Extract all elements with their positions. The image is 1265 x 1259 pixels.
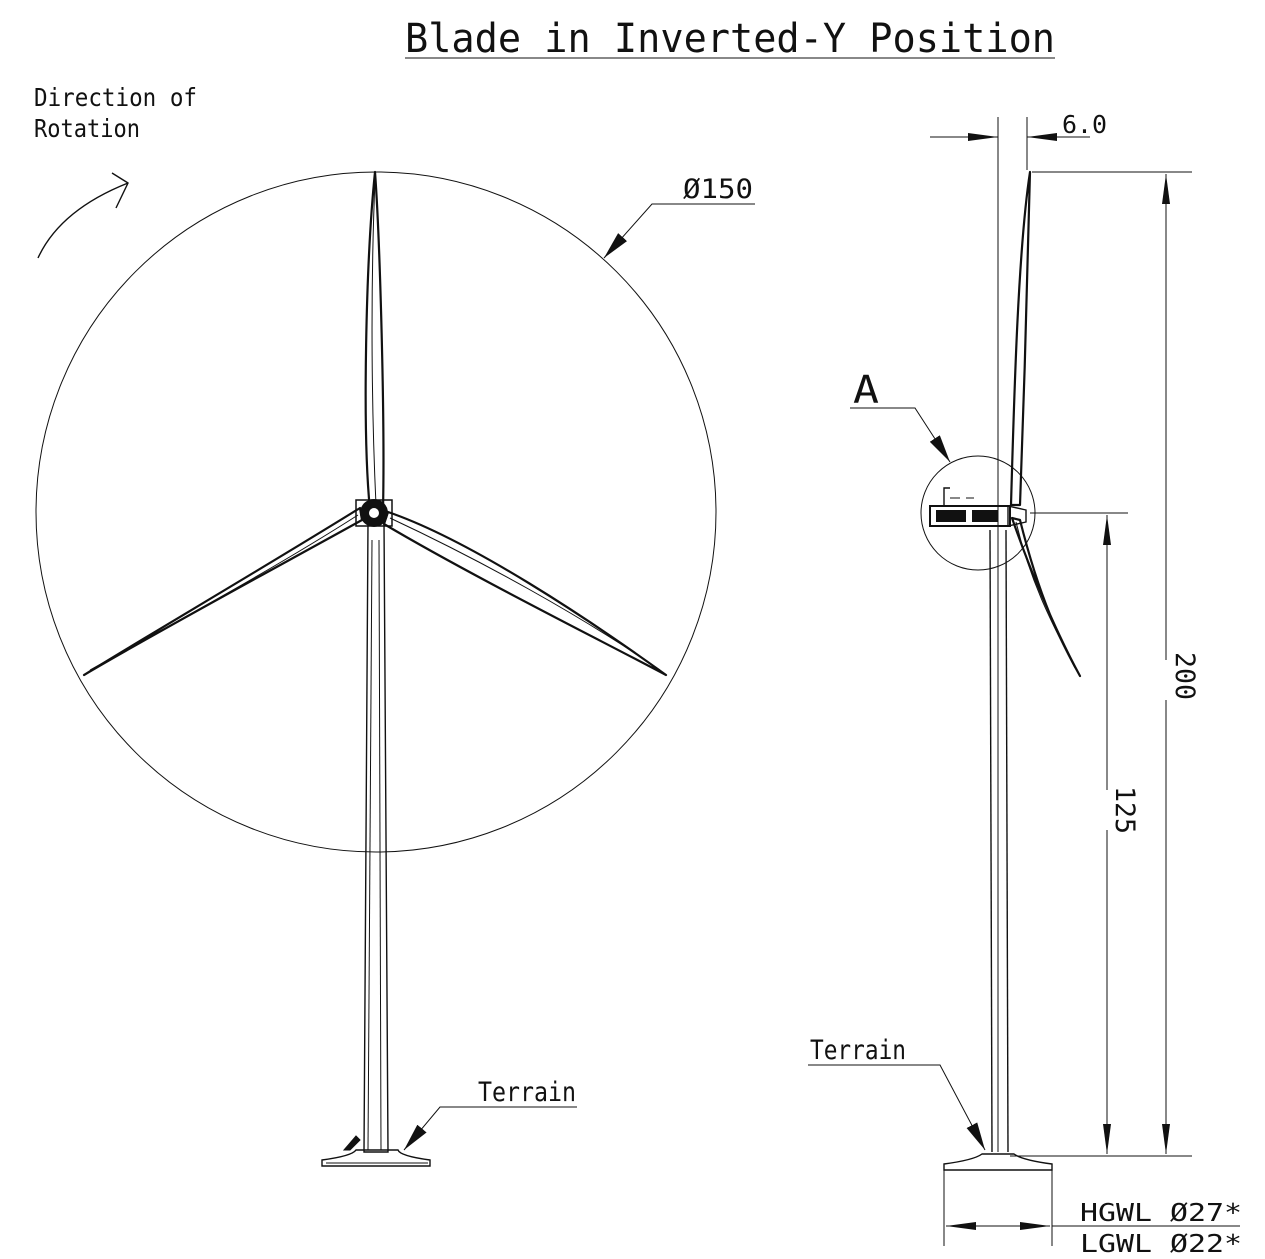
overhang-dimension: 6.0: [930, 110, 1107, 141]
side-terrain-text: Terrain: [810, 1035, 906, 1066]
title-text: Blade in Inverted-Y Position: [405, 16, 1055, 62]
rotation-arrowhead-icon: [111, 172, 129, 209]
rotation-arrow-icon: [37, 182, 129, 259]
rotation-note-line2: Rotation: [34, 114, 140, 143]
front-view: Ø150 Terrain: [35, 170, 755, 1167]
hub-height-text: 125: [1109, 786, 1140, 834]
front-foundation: [321, 1135, 431, 1167]
lgwl-text: LGWL Ø22*: [1080, 1229, 1242, 1258]
blade-top: [364, 170, 385, 512]
side-blade-down: [1010, 516, 1082, 678]
rotation-note-line1: Direction of: [34, 83, 197, 112]
front-terrain-text: Terrain: [478, 1077, 576, 1108]
drawing-title: Blade in Inverted-Y Position: [405, 16, 1055, 62]
rotor-diameter-text: Ø150: [683, 174, 753, 205]
front-hub: [355, 499, 393, 527]
side-tower: [989, 529, 1009, 1153]
tip-height-text: 200: [1169, 652, 1200, 700]
detail-a-callout: A: [850, 368, 1036, 571]
detail-a-label: A: [853, 368, 879, 412]
blade-right: [382, 510, 668, 677]
side-blade-up: [1009, 170, 1032, 507]
side-blades: [1009, 170, 1082, 678]
front-tower: [363, 521, 389, 1153]
hgwl-text: HGWL Ø27*: [1080, 1198, 1242, 1227]
side-foundation: [943, 1153, 1053, 1246]
tip-height-dimension: 200: [1010, 171, 1200, 1157]
side-nacelle: [929, 487, 1027, 527]
foundation-dimension: HGWL Ø27* LGWL Ø22*: [946, 1198, 1242, 1258]
side-view: 6.0 HGWL Ø27* LGWL Ø22*: [808, 110, 1242, 1258]
rotor-diameter-callout: Ø150: [603, 174, 755, 259]
front-blades: [82, 170, 668, 677]
side-terrain-callout: Terrain: [808, 1035, 986, 1151]
hub-height-dimension: 125: [1030, 512, 1140, 1154]
blade-left: [82, 506, 364, 677]
front-terrain-callout: Terrain: [403, 1077, 577, 1151]
overhang-text: 6.0: [1062, 110, 1107, 139]
rotation-note: Direction of Rotation: [34, 83, 197, 259]
